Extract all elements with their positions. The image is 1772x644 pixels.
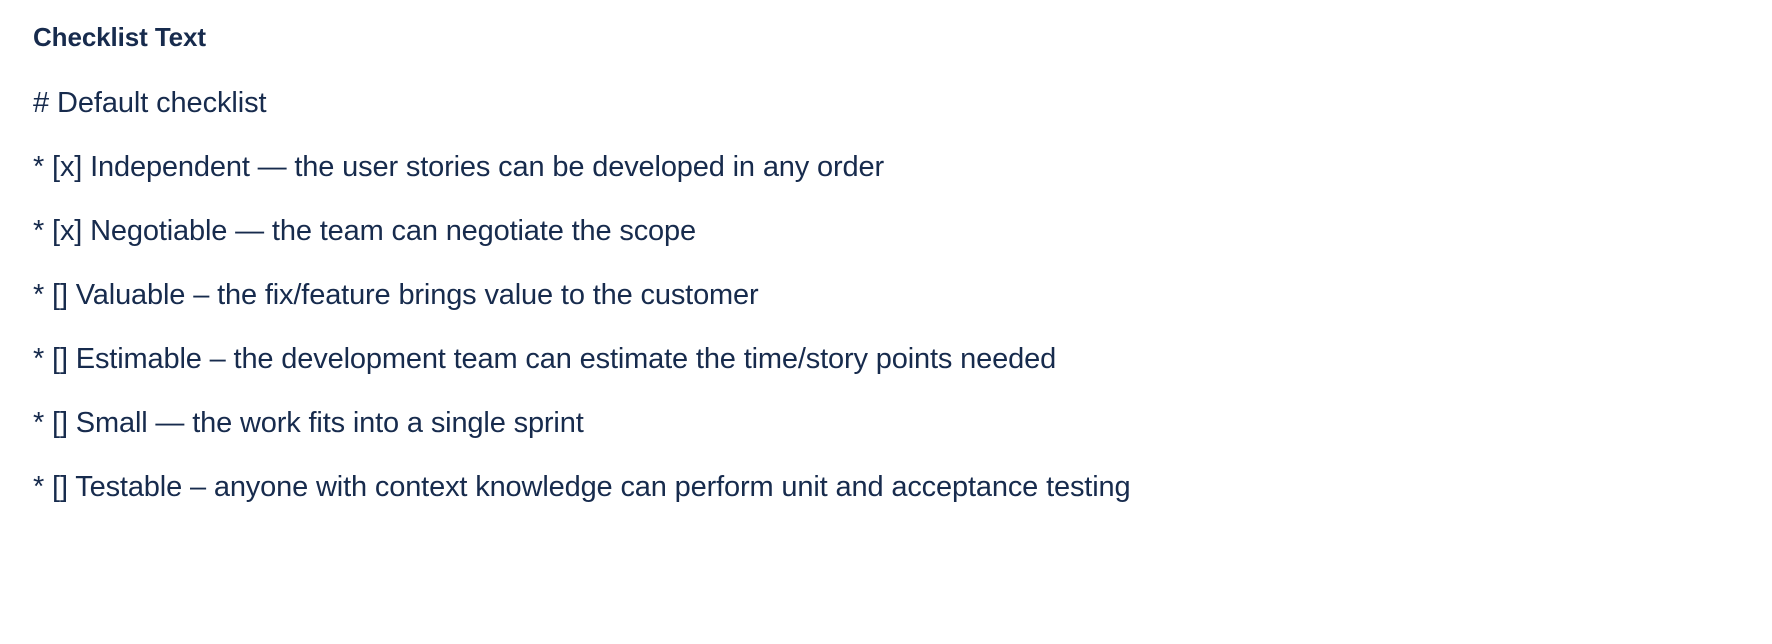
checklist-line: * [] Testable – anyone with context know… [33, 471, 1131, 504]
checklist-line: * [] Estimable – the development team ca… [33, 343, 1057, 376]
checklist-line: * [x] Independent — the user stories can… [33, 151, 884, 184]
checklist-line: * [x] Negotiable — the team can negotiat… [33, 215, 696, 248]
checklist-line: * [] Small — the work fits into a single… [33, 407, 584, 440]
checklist-text-content[interactable]: # Default checklist * [x] Independent — … [33, 71, 1772, 519]
page-title: Checklist Text [33, 22, 206, 52]
checklist-line: * [] Valuable – the fix/feature brings v… [33, 279, 759, 312]
checklist-line: # Default checklist [33, 87, 267, 120]
